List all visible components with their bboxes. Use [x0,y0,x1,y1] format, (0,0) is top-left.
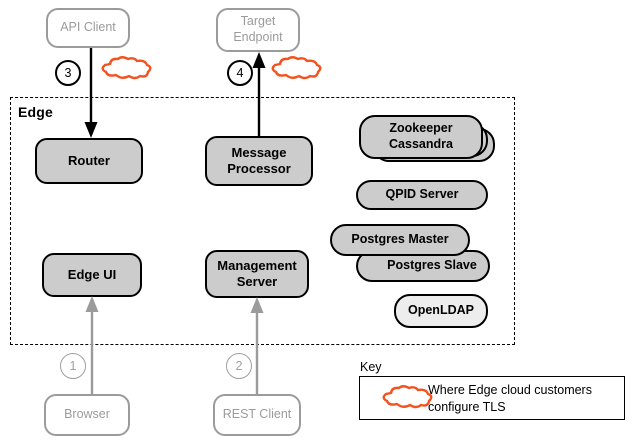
key-title: Key [360,360,382,374]
node-router[interactable]: Router [35,138,143,184]
service-qpid-server-label: QPID Server [385,187,459,202]
arrow-browser-to-edge-ui [81,296,103,396]
key-box [359,376,625,420]
node-target-endpoint[interactable]: Target Endpoint [216,8,300,52]
service-postgres-slave-label: Postgres Slave [387,258,477,273]
node-edge-ui-label: Edge UI [67,266,117,282]
node-router-label: Router [68,152,110,168]
service-zookeeper-label: Zookeeper [389,121,453,136]
flow-number-2: 2 [226,353,252,379]
arrow-api-client-to-router [80,48,102,140]
service-postgres-master[interactable]: Postgres Master [330,224,470,256]
node-rest-client-label: REST Client [222,407,292,422]
key-entry-line2: configure TLS [428,399,506,414]
flow-number-4: 4 [227,60,253,86]
node-api-client-label: API Client [60,20,116,35]
flow-number-1: 1 [60,353,86,379]
service-qpid-server[interactable]: QPID Server [356,180,488,210]
node-message-processor[interactable]: Message Processor [205,136,313,186]
node-api-client[interactable]: API Client [46,8,130,48]
node-browser[interactable]: Browser [44,394,130,436]
service-openldap-label: OpenLDAP [408,303,474,318]
arrow-rest-client-to-management-server [246,297,268,396]
key-entry-text: Where Edge cloud customers configure TLS [428,382,620,416]
cloud-icon-tls-target-endpoint [267,56,325,82]
node-rest-client[interactable]: REST Client [213,394,301,436]
node-message-processor-label-line2: Processor [227,161,291,176]
flow-number-3-label: 3 [64,66,72,80]
service-postgres-master-label: Postgres Master [351,232,449,247]
node-target-endpoint-label-line2: Endpoint [233,30,283,44]
edge-group-label: Edge [18,104,54,120]
node-message-processor-label-line1: Message [231,144,287,160]
node-target-endpoint-label-line1: Target [240,14,276,29]
arrow-message-processor-to-target-endpoint [248,52,270,138]
flow-number-1-label: 1 [69,359,77,373]
service-openldap[interactable]: OpenLDAP [394,294,488,328]
service-cassandra-label: Cassandra [389,137,453,151]
node-edge-ui[interactable]: Edge UI [42,253,142,297]
node-browser-label: Browser [64,407,110,422]
node-management-server-label-line1: Management [217,257,297,273]
key-entry-line1: Where Edge cloud customers [428,383,592,397]
flow-number-3: 3 [55,60,81,86]
node-management-server[interactable]: Management Server [205,250,309,298]
edge-group-boundary [10,97,515,345]
cloud-icon-key-legend [378,385,436,411]
flow-number-2-label: 2 [235,359,243,373]
cloud-icon-tls-api-client [97,56,155,82]
flow-number-4-label: 4 [236,66,244,80]
service-zookeeper-cassandra[interactable]: Zookeeper Cassandra [359,115,483,159]
node-management-server-label-line2: Server [236,274,278,289]
